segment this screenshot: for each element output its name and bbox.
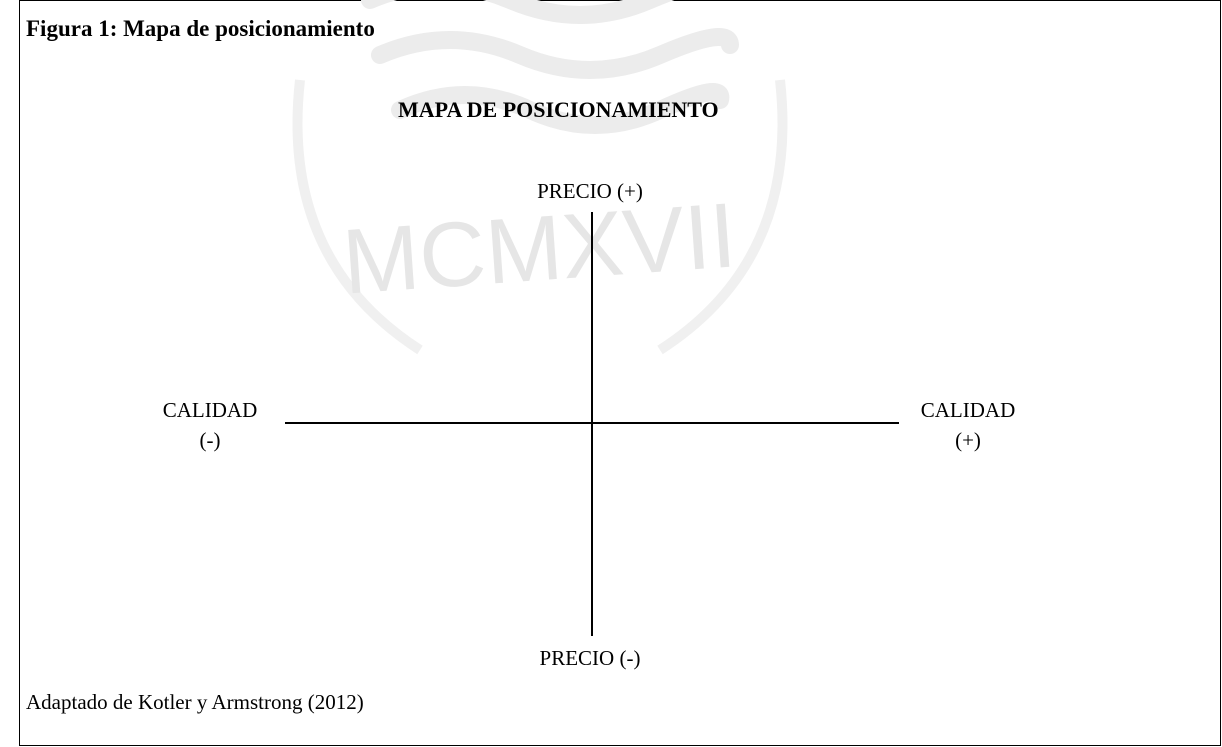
x-axis-right-label-sign: (+) bbox=[955, 428, 981, 452]
x-axis-left-label: CALIDAD (-) bbox=[130, 395, 290, 455]
map-title: MAPA DE POSICIONAMIENTO bbox=[398, 97, 719, 122]
y-axis-top-label: PRECIO (+) bbox=[537, 179, 643, 203]
y-axis-bottom-label: PRECIO (-) bbox=[539, 646, 641, 670]
figure-source: Adaptado de Kotler y Armstrong (2012) bbox=[26, 690, 364, 714]
x-axis-left-label-sign: (-) bbox=[199, 428, 221, 452]
x-axis-right-label-text: CALIDAD bbox=[920, 398, 1016, 422]
x-axis-left-label-text: CALIDAD bbox=[162, 398, 258, 422]
figure-caption: Figura 1: Mapa de posicionamiento bbox=[26, 16, 375, 41]
x-axis-line bbox=[285, 422, 899, 424]
y-axis-line bbox=[591, 212, 593, 636]
x-axis-right-label: CALIDAD (+) bbox=[888, 395, 1048, 455]
